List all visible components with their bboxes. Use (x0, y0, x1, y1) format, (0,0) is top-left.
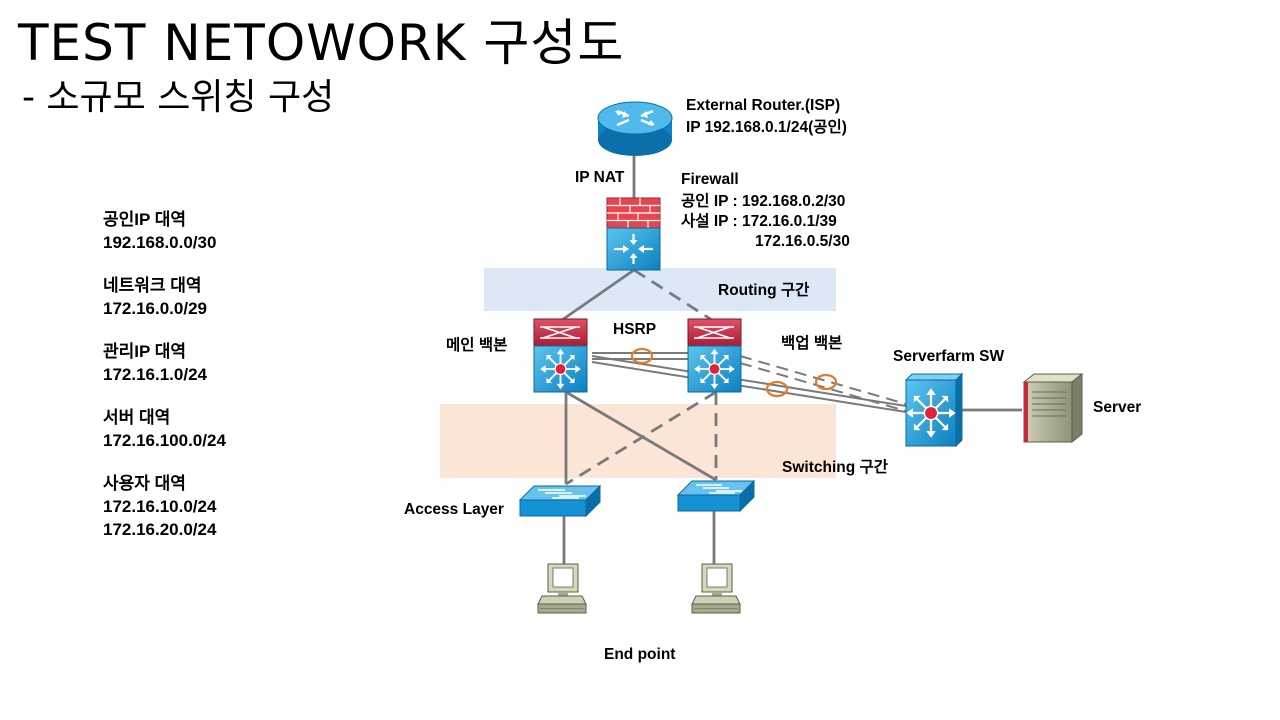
firewall-private-ip-label: 사설 IP : 172.16.0.1/39 (681, 212, 837, 230)
firewall-icon (606, 197, 661, 271)
hsrp-links (591, 352, 907, 413)
backup-backbone-label: 백업 백본 (781, 334, 842, 352)
server-icon (1022, 372, 1084, 444)
range-label: 네트워크 대역 (103, 276, 202, 295)
link-main-access2 (565, 390, 717, 482)
ip-nat-label: IP NAT (575, 169, 625, 186)
access-switch-2-icon (676, 479, 756, 513)
range-label: 관리IP 대역 (103, 342, 187, 361)
firewall-name-label: Firewall (681, 171, 739, 188)
range-value: 172.16.20.0/24 (103, 520, 217, 539)
page-title: TEST NETOWORK 구성도 (18, 14, 625, 72)
access-switch-1-icon (518, 484, 602, 518)
range-label: 사용자 대역 (103, 474, 186, 493)
range-value: 192.168.0.0/30 (103, 233, 217, 252)
range-label: 공인IP 대역 (103, 210, 187, 229)
backup-backbone-switch-icon (687, 318, 742, 393)
range-user: 사용자 대역 172.16.10.0/24 172.16.20.0/24 (103, 472, 333, 541)
switching-zone-label: Switching 구간 (782, 458, 889, 476)
router-name-label: External Router.(ISP) (686, 97, 840, 114)
hsrp-rings (630, 347, 838, 398)
hsrp-label: HSRP (613, 321, 656, 338)
pc-2-icon (691, 563, 741, 614)
firewall-private-ip2-label: 172.16.0.5/30 (755, 233, 850, 250)
serverfarm-switch-icon (904, 372, 964, 448)
link-firewall-backup (633, 268, 713, 322)
main-backbone-label: 메인 백본 (446, 336, 507, 354)
firewall-public-ip-label: 공인 IP : 192.168.0.2/30 (681, 192, 845, 210)
range-public-ip: 공인IP 대역 192.168.0.0/30 (103, 208, 333, 254)
routing-zone (484, 268, 836, 311)
range-management: 관리IP 대역 172.16.1.0/24 (103, 340, 333, 386)
range-value: 172.16.10.0/24 (103, 497, 217, 516)
address-range-list: 공인IP 대역 192.168.0.0/30 네트워크 대역 172.16.0.… (103, 208, 333, 561)
range-value: 172.16.0.0/29 (103, 299, 207, 318)
server-label: Server (1093, 399, 1141, 416)
serverfarm-sw-label: Serverfarm SW (893, 348, 1005, 365)
pc-1-icon (537, 563, 587, 614)
routing-zone-label: Routing 구간 (718, 281, 810, 299)
range-value: 172.16.100.0/24 (103, 431, 226, 450)
network-links (561, 156, 1022, 566)
range-value: 172.16.1.0/24 (103, 365, 207, 384)
page-subtitle: - 소규모 스위칭 구성 (22, 77, 335, 118)
main-backbone-switch-icon (533, 318, 588, 393)
router-icon (597, 101, 673, 156)
range-label: 서버 대역 (103, 408, 171, 427)
link-firewall-main (561, 268, 635, 322)
range-network: 네트워크 대역 172.16.0.0/29 (103, 274, 333, 320)
router-ip-label: IP 192.168.0.1/24(공인) (686, 118, 847, 136)
range-server: 서버 대역 172.16.100.0/24 (103, 406, 333, 452)
link-backup-access1 (565, 390, 717, 486)
end-point-label: End point (604, 646, 675, 663)
access-layer-label: Access Layer (404, 501, 504, 518)
